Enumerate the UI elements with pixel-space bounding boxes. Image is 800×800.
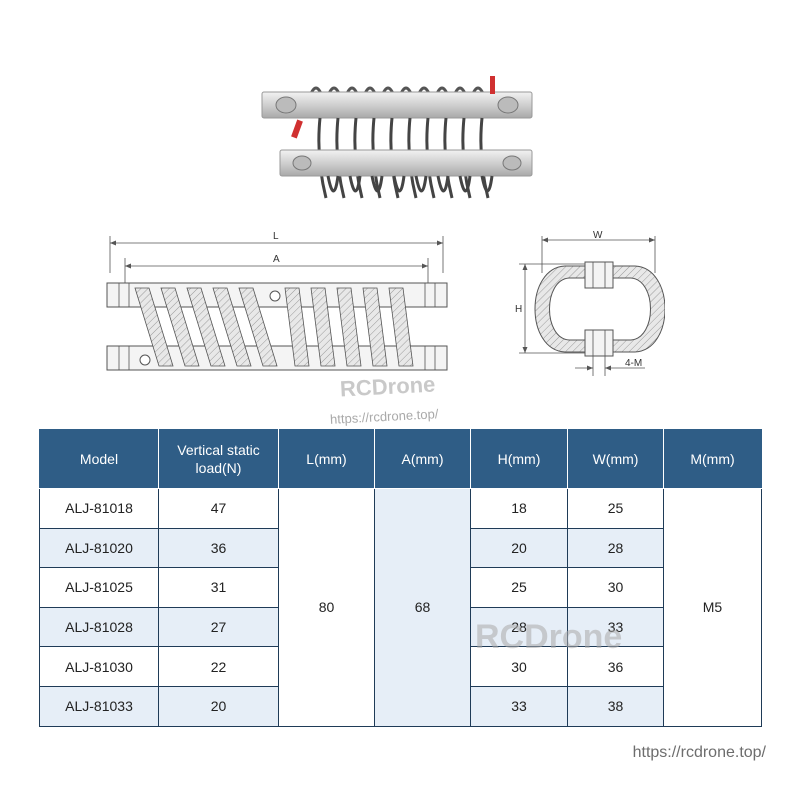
table-row: ALJ-81020 36 20 28 [39,527,762,569]
cell-model: ALJ-81030 [39,646,159,687]
cell-w: 38 [567,685,664,727]
header-H: H(mm) [470,429,568,489]
dim-M-label: 4-M [625,358,642,369]
footer-url: https://rcdrone.top/ [632,744,766,761]
cell-h: 20 [470,527,568,569]
cell-model: ALJ-81028 [39,606,159,648]
table-row: ALJ-81028 27 28 33 [39,606,762,648]
dim-H-label: H [515,304,522,315]
cell-A-merged: 68 [374,488,471,727]
cell-h: 30 [470,646,568,687]
cell-w: 33 [567,606,664,648]
table-row: ALJ-81030 22 30 36 [39,646,762,687]
watermark-logo: RCDrone [339,371,436,402]
cell-load: 36 [158,527,279,569]
cell-load: 22 [158,646,279,687]
cell-w: 36 [567,646,664,687]
front-view-drawing: L A [106,231,448,371]
cell-model: ALJ-81018 [39,488,159,529]
table-row: ALJ-81018 47 80 68 18 25 M5 [39,488,762,727]
cell-L-merged: 80 [278,488,375,727]
dim-A-label: A [273,254,280,265]
header-load: Vertical static load(N) [158,429,279,489]
cell-model: ALJ-81020 [39,527,159,569]
cell-w: 25 [567,488,664,529]
side-view-drawing: W H 4-M [515,230,665,376]
cell-h: 28 [470,606,568,648]
table-header-row: Model Vertical static load(N) L(mm) A(mm… [39,429,762,489]
cell-load: 27 [158,606,279,648]
table-row: ALJ-81033 20 33 38 [39,685,762,727]
cell-w: 28 [567,527,664,569]
spec-table: Model Vertical static load(N) L(mm) A(mm… [39,429,762,727]
header-W: W(mm) [567,429,664,489]
cell-w: 30 [567,567,664,608]
header-A: A(mm) [374,429,471,489]
cell-M-merged: M5 [663,488,762,727]
cell-h: 18 [470,488,568,529]
cell-load: 47 [158,488,279,529]
product-photo [261,76,533,199]
header-L: L(mm) [278,429,375,489]
dim-L-label: L [273,231,279,242]
header-model: Model [39,429,159,489]
watermark-url: https://rcdrone.top/ [329,406,439,427]
table-row: ALJ-81025 31 25 30 [39,567,762,608]
cell-h: 25 [470,567,568,608]
header-M: M(mm) [663,429,762,489]
cell-load: 20 [158,685,279,727]
cell-model: ALJ-81025 [39,567,159,608]
cell-load: 31 [158,567,279,608]
cell-h: 33 [470,685,568,727]
cell-model: ALJ-81033 [39,685,159,727]
dim-W-label: W [593,230,603,241]
